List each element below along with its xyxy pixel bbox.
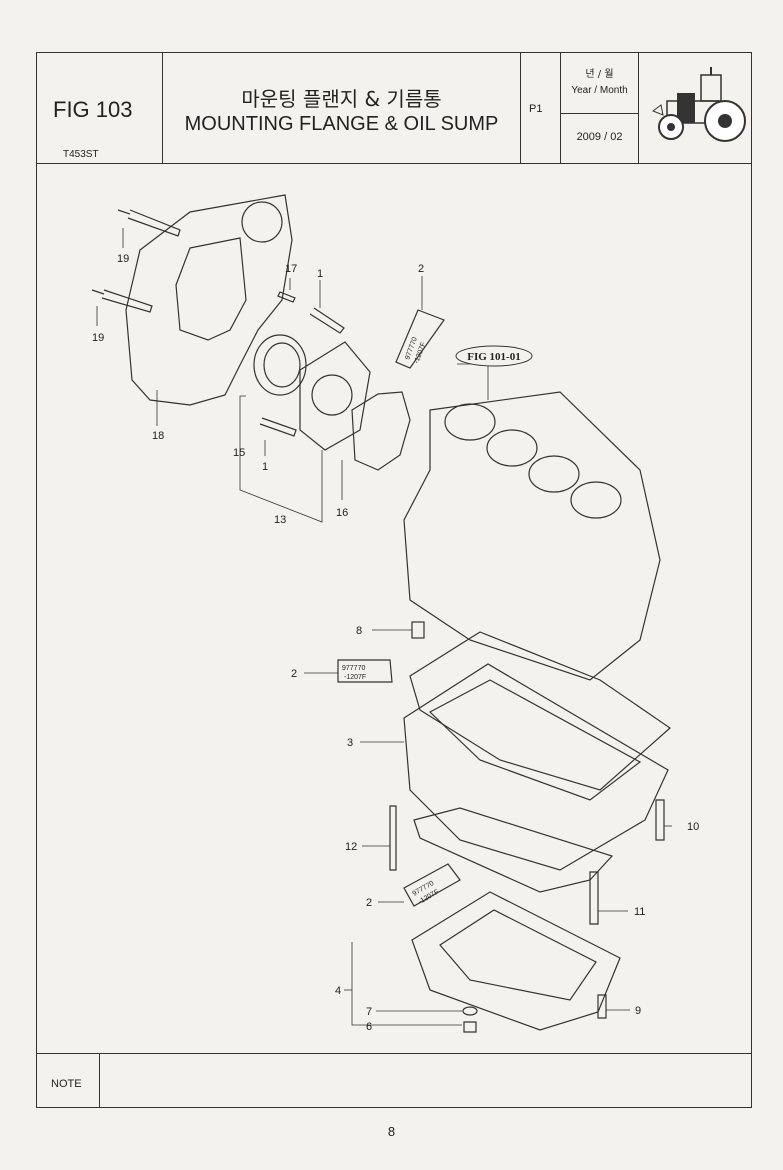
mounting-flange-plate [125,194,293,406]
callout-8: 8 [356,625,362,637]
logo-cell [639,53,751,163]
callout-2: 2 [366,897,372,909]
callout-6: 6 [366,1021,372,1033]
note-row: NOTE [37,1053,751,1108]
callout-17: 17 [285,263,297,275]
year-month-korean: 년 / 월 [585,69,614,80]
callout-19: 19 [92,332,104,344]
title-cell: 마운팅 플랜지 & 기름통 MOUNTING FLANGE & OIL SUMP [163,53,521,163]
fig-cell: FIG 103 T453ST [37,53,163,163]
oil-pan-lower [411,891,621,1031]
fig-ref-label: FIG 101-01 [467,351,520,363]
header: FIG 103 T453ST 마운팅 플랜지 & 기름통 MOUNTING FL… [37,53,751,164]
oil-seal [253,334,307,396]
sealant-tube-middle [337,659,393,683]
year-month-english: Year / Month [571,85,628,96]
cylinder-block [403,391,661,681]
callout-1: 1 [262,461,268,473]
seal-housing [299,341,371,451]
bolt-19-bottom [91,289,153,313]
year-month-label-box: 년 / 월 Year / Month [561,53,638,114]
sealant-code-b-middle: -1207F [344,674,366,681]
callout-19: 19 [117,253,129,265]
year-month-cell: 년 / 월 Year / Month 2009 / 02 [561,53,639,163]
gasket-16 [351,391,411,471]
page-frame: FIG 103 T453ST 마운팅 플랜지 & 기름통 MOUNTING FL… [36,52,752,1108]
callout-10: 10 [687,821,699,833]
revision-date: 2009 / 02 [576,131,623,143]
callout-9: 9 [635,1005,641,1017]
fig-ref-bubble [455,345,533,367]
sealant-tube-bottom [403,863,461,907]
callout-2: 2 [291,668,297,680]
title-english: MOUNTING FLANGE & OIL SUMP [184,113,499,135]
callout-15: 15 [233,447,245,459]
model-code: T453ST [63,149,99,160]
callout-16: 16 [336,507,348,519]
title-korean: 마운팅 플랜지 & 기름통 [241,87,442,111]
callout-1: 1 [317,268,323,280]
page-number: 8 [387,1124,396,1139]
tractor-icon [651,67,746,142]
callout-12: 12 [345,841,357,853]
oil-pan-upper [403,663,669,871]
sealant-code-a-middle: 977770 [342,665,365,672]
note-label: NOTE [51,1078,82,1090]
note-label-cell: NOTE [37,1054,100,1108]
callout-3: 3 [347,737,353,749]
callout-13: 13 [274,514,286,526]
page-cell: P1 [521,53,561,163]
callout-4: 4 [335,985,341,997]
callout-7: 7 [366,1006,372,1018]
callout-11: 11 [634,906,645,918]
bolt-19-top [117,209,181,237]
page-code: P1 [529,103,543,115]
fig-label: FIG 103 [53,97,133,122]
callout-2: 2 [418,263,424,275]
sealant-tube-top [395,309,445,369]
callout-18: 18 [152,430,164,442]
